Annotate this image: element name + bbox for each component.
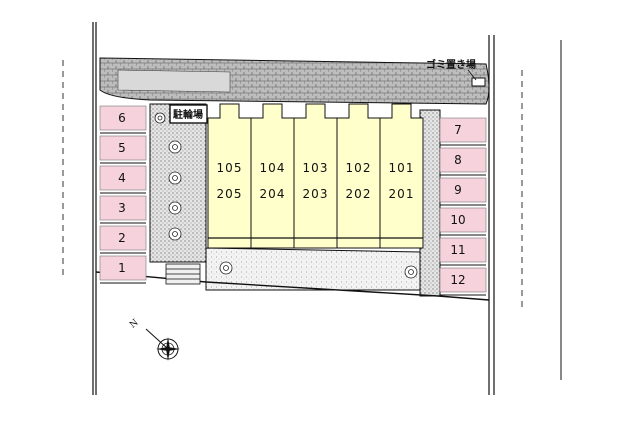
unit-number-upper: 102 [346, 161, 372, 175]
unit-number-upper: 103 [303, 161, 329, 175]
unit-102: 102 202 [336, 103, 381, 249]
parking-stall-8: 8 [439, 147, 487, 176]
unit-number-upper: 104 [260, 161, 286, 175]
top-walkway [99, 57, 490, 105]
unit-number-upper: 105 [217, 161, 243, 175]
tree-icon [168, 201, 182, 215]
unit-number-upper: 101 [389, 161, 415, 175]
parking-left: 6 5 4 3 2 1 [99, 105, 147, 284]
tree-icon [219, 261, 233, 275]
tree-icon [404, 265, 418, 279]
garbage-area-label: ゴミ置き場 [426, 58, 476, 71]
unit-number-lower: 205 [217, 187, 243, 201]
parking-stall-3: 3 [99, 195, 147, 224]
north-arrow-icon [145, 328, 169, 350]
tree-icon [168, 140, 182, 154]
apartment-building: 105 205 104 204 103 203 102 202 101 201 [207, 103, 424, 249]
unit-number-lower: 201 [389, 187, 415, 201]
unit-number-lower: 203 [303, 187, 329, 201]
trees [154, 112, 418, 279]
unit-105: 105 205 [207, 103, 252, 249]
parking-stall-number: 9 [454, 183, 462, 197]
entrance-steps [165, 263, 201, 285]
unit-number-lower: 204 [260, 187, 286, 201]
unit-103: 103 203 [293, 103, 338, 249]
driveway-edge [95, 271, 490, 301]
site-boundary [92, 22, 495, 395]
parking-stall-7: 7 [439, 117, 487, 146]
front-yard [205, 247, 421, 291]
parking-stall-number: 1 [118, 261, 126, 275]
parking-stall-10: 10 [439, 207, 487, 236]
parking-stall-9: 9 [439, 177, 487, 206]
road-dashes [62, 60, 523, 310]
unit-number-lower: 202 [346, 187, 372, 201]
compass-rose [145, 328, 180, 361]
parking-stall-number: 8 [454, 153, 462, 167]
walkway-inner [117, 69, 231, 93]
parking-stall-number: 2 [118, 231, 126, 245]
tree-icon [154, 112, 166, 124]
unit-101: 101 201 [379, 103, 424, 249]
parking-stall-6: 6 [99, 105, 147, 134]
bicycle-parking-box [169, 104, 208, 124]
parking-stall-number: 7 [454, 123, 462, 137]
parking-right: 7 8 9 10 11 12 [439, 117, 487, 296]
unit-104: 104 204 [250, 103, 295, 249]
garbage-area-box [471, 77, 486, 87]
parking-stall-5: 5 [99, 135, 147, 164]
north-label: N [128, 318, 141, 331]
parking-stall-number: 11 [450, 243, 465, 257]
parking-stall-4: 4 [99, 165, 147, 194]
parking-stall-11: 11 [439, 237, 487, 266]
parking-stall-number: 4 [118, 171, 126, 185]
parking-stall-number: 3 [118, 201, 126, 215]
bicycle-parking-label: 駐輪場 [173, 108, 203, 121]
parking-stall-2: 2 [99, 225, 147, 254]
parking-stall-number: 12 [450, 273, 465, 287]
tree-icon [168, 227, 182, 241]
parking-stall-number: 10 [450, 213, 465, 227]
parking-stall-number: 6 [118, 111, 126, 125]
tree-icon [168, 171, 182, 185]
parking-stall-number: 5 [118, 141, 126, 155]
parking-stall-1: 1 [99, 255, 147, 284]
parking-stall-12: 12 [439, 267, 487, 296]
